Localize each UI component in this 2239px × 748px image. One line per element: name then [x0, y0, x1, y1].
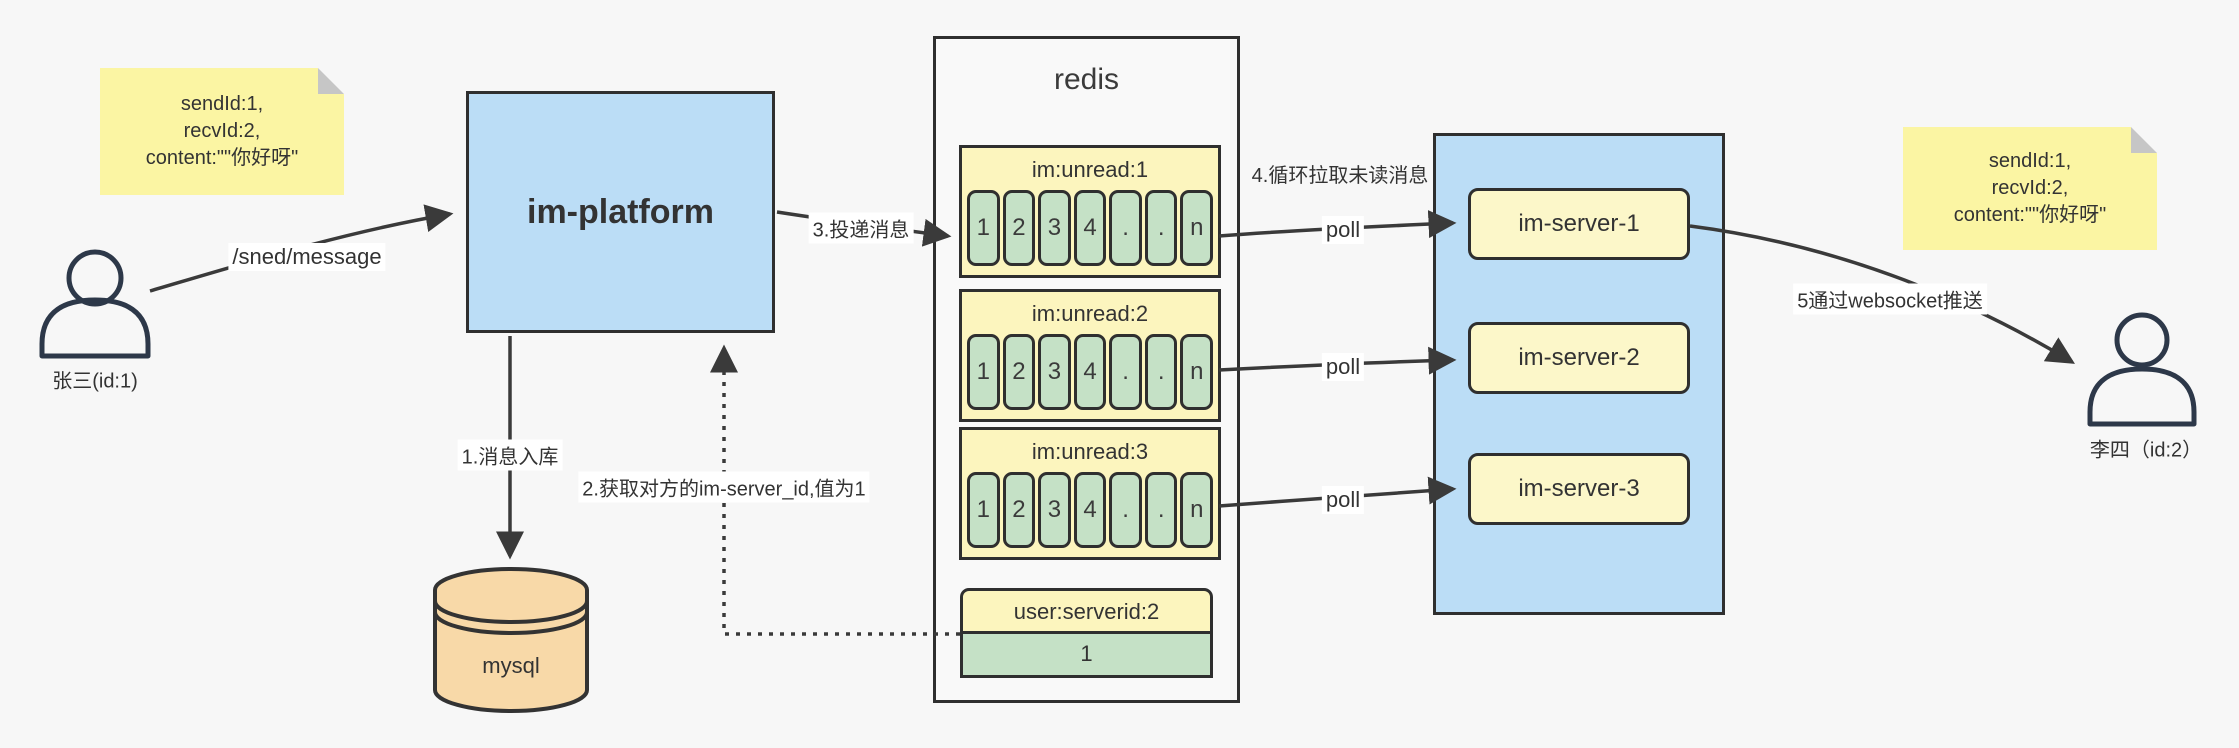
- user-serverid-mapping: user:serverid:2 1: [960, 588, 1213, 678]
- queue-header: im:unread:3: [1031, 439, 1149, 464]
- mapping-key: user:serverid:2: [960, 588, 1213, 634]
- queue-cell: 1: [967, 190, 1000, 266]
- message-payload-note-right: sendId:1, recvId:2, content:""你好呀": [1903, 127, 2157, 250]
- sender-person-icon: [39, 249, 151, 359]
- queue-cell: 4: [1073, 472, 1107, 548]
- queue-cell: .: [1144, 472, 1178, 548]
- queue-header: im:unread:1: [1031, 157, 1149, 182]
- im-server-3-label: im-server-3: [1518, 475, 1640, 502]
- im-platform-node: im-platform: [466, 91, 775, 333]
- queue-im-unread-2: im:unread:2 1 2 3 4 . . n: [959, 289, 1221, 422]
- edge-label-step3: 3.投递消息: [808, 212, 914, 244]
- note-line: content:""你好呀": [145, 147, 299, 169]
- mapping-value: 1: [960, 634, 1213, 678]
- queue-cell: 2: [1002, 472, 1036, 548]
- queue-cell: 1: [967, 334, 1000, 410]
- queue-cell: .: [1109, 334, 1142, 410]
- edge-label-step1: 1.消息入库: [457, 439, 563, 471]
- edge-label-step5: 5通过websocket推送: [1793, 283, 1987, 315]
- note-line: recvId:2,: [183, 120, 261, 142]
- queue-header: im:unread:2: [1031, 301, 1149, 326]
- mysql-label: mysql: [482, 653, 540, 678]
- note-line: sendId:1,: [180, 93, 264, 115]
- receiver-person-icon: [2087, 312, 2197, 427]
- queue-cell: .: [1109, 472, 1142, 548]
- queue-cells-row: 1 2 3 4 . . n: [962, 190, 1218, 272]
- queue-im-unread-3: im:unread:3 1 2 3 4 . . n: [959, 427, 1221, 560]
- queue-cells-row: 1 2 3 4 . . n: [962, 472, 1218, 554]
- queue-cell: n: [1180, 334, 1214, 410]
- im-server-1-node: im-server-1: [1468, 188, 1690, 260]
- message-payload-note-left: sendId:1, recvId:2, content:""你好呀": [100, 68, 344, 195]
- redis-container: redis im:unread:1 1 2 3 4 . . n im:unrea…: [933, 36, 1240, 703]
- note-line: content:""你好呀": [1953, 204, 2107, 226]
- edge-label-send-api: /sned/message: [228, 243, 386, 271]
- im-platform-label: im-platform: [527, 192, 714, 231]
- mysql-database-icon: [433, 567, 589, 713]
- queue-cell: 1: [967, 472, 1000, 548]
- edge-label-poll-2: poll: [1321, 353, 1365, 381]
- note-fold-corner: [318, 68, 344, 94]
- queue-cell: .: [1109, 190, 1142, 266]
- receiver-name-label: 李四（id:2）: [2089, 439, 2203, 462]
- im-server-cluster: im-server-1 im-server-2 im-server-3: [1433, 133, 1725, 615]
- queue-cell: 2: [1002, 190, 1036, 266]
- sender-name-label: 张三(id:1): [52, 370, 138, 393]
- queue-cell: 3: [1038, 472, 1071, 548]
- queue-cell: 3: [1038, 190, 1071, 266]
- queue-cell: n: [1180, 190, 1214, 266]
- edge-label-step4: 4.循环拉取未读消息: [1251, 165, 1429, 187]
- queue-cell: 2: [1002, 334, 1036, 410]
- edge-label-poll-1: poll: [1321, 216, 1365, 244]
- note-line: recvId:2,: [1991, 177, 2069, 199]
- im-server-1-label: im-server-1: [1518, 210, 1640, 237]
- queue-cell: 4: [1073, 190, 1107, 266]
- edge-label-poll-3: poll: [1321, 486, 1365, 514]
- im-server-2-node: im-server-2: [1468, 322, 1690, 394]
- note-line: sendId:1,: [1988, 150, 2072, 172]
- queue-cell: 4: [1073, 334, 1107, 410]
- note-fold-corner: [2131, 127, 2157, 153]
- edge-label-step2: 2.获取对方的im-server_id,值为1: [578, 471, 870, 503]
- queue-cell: n: [1180, 472, 1214, 548]
- queue-cell: 3: [1038, 334, 1071, 410]
- redis-title: redis: [1053, 63, 1120, 96]
- queue-im-unread-1: im:unread:1 1 2 3 4 . . n: [959, 145, 1221, 278]
- im-server-2-label: im-server-2: [1518, 344, 1640, 371]
- queue-cell: .: [1144, 334, 1178, 410]
- queue-cells-row: 1 2 3 4 . . n: [962, 334, 1218, 416]
- queue-cell: .: [1144, 190, 1178, 266]
- im-server-3-node: im-server-3: [1468, 453, 1690, 525]
